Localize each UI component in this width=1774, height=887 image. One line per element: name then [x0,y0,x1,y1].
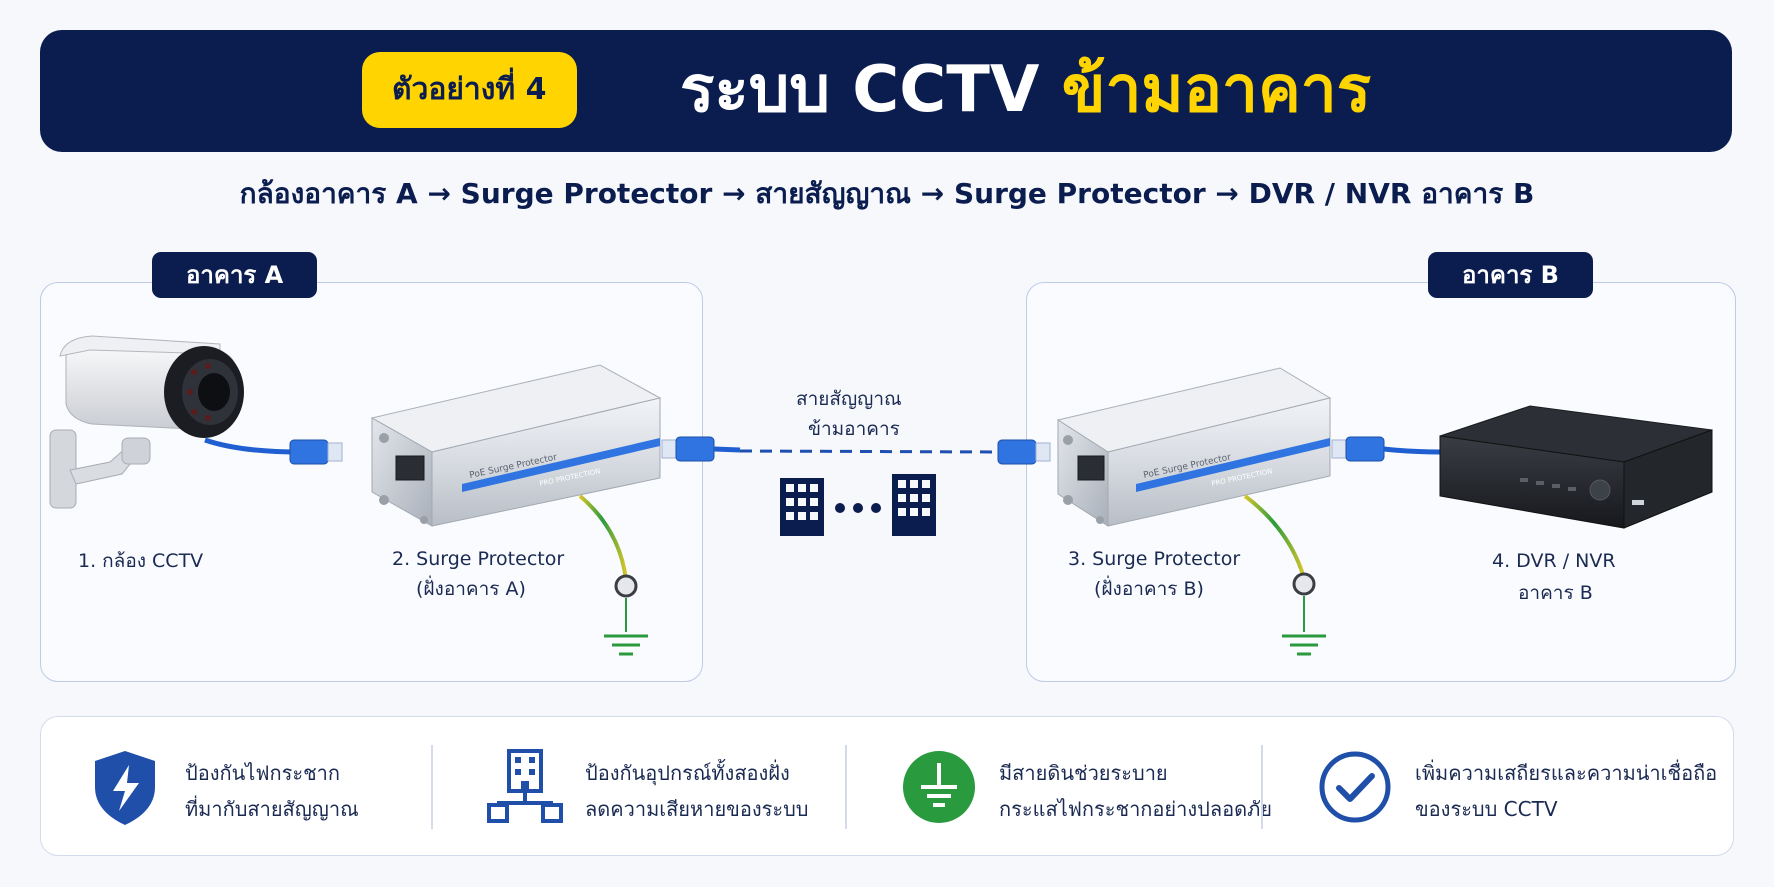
cable-a-stub [713,446,741,453]
feature-line-1: มีสายดินช่วยระบาย [999,761,1168,785]
feature-item: ป้องกันไฟกระชาก ที่มากับสายสัญญาณ [41,717,431,857]
dots-icon [835,503,881,513]
divider [431,745,433,829]
rj45-plug-icon [997,439,1051,465]
protector-b-label-line1: 3. Surge Protector [1068,548,1241,570]
signal-cable [739,449,999,454]
feature-line-1: เพิ่มความเสถียรและความน่าเชื่อถือ [1415,761,1718,785]
dvr-nvr-icon [1439,405,1713,529]
rj45-plug-icon [1331,436,1385,462]
feature-item: มีสายดินช่วยระบาย กระแสไฟกระชากอย่างปลอด… [855,717,1272,857]
feature-line-2: กระแสไฟกระชากอย่างปลอดภัย [999,797,1272,821]
ground-wire-b [1243,494,1306,579]
title-highlight: ข้ามอาคาร [1061,53,1372,127]
features-bar: ป้องกันไฟกระชาก ที่มากับสายสัญญาณ ป้องกั… [40,716,1734,856]
feature-line-2: ลดความเสียหายของระบบ [585,797,809,821]
check-circle-icon [1319,751,1391,823]
building-icon [780,478,824,536]
title-main: ระบบ CCTV [680,53,1062,127]
rj45-plug-icon [661,436,715,462]
feature-item: ป้องกันอุปกรณ์ทั้งสองฝั่ง ลดความเสียหายข… [441,717,841,857]
protector-b-label-line2: (ฝั่งอาคาร B) [1094,578,1204,600]
divider [845,745,847,829]
ground-terminal-b-icon [1282,572,1326,656]
recorder-label-line1: 4. DVR / NVR [1492,550,1616,572]
ground-icon [903,751,975,823]
cable-label-line1: สายสัญญาณ [796,388,902,410]
header-banner: ตัวอย่างที่ 4 ระบบ CCTV ข้ามอาคาร [40,30,1732,152]
surge-protector-a-icon: PoE Surge Protector PRO PROTECTION [370,364,662,527]
protector-a-label-line1: 2. Surge Protector [392,548,565,570]
building-icon [892,474,936,536]
divider [1261,745,1263,829]
rj45-plug-icon [289,439,343,465]
building-a-tag: อาคาร A [152,252,318,298]
example-badge: ตัวอย่างที่ 4 [362,52,577,128]
building-b-tag: อาคาร B [1428,252,1593,298]
camera-label: 1. กล้อง CCTV [78,550,204,572]
dvr-cable [1383,446,1441,455]
feature-line-1: ป้องกันไฟกระชาก [185,761,340,785]
ground-terminal-a-icon [604,574,648,656]
flow-description: กล้องอาคาร A → Surge Protector → สายสัญญ… [239,177,1535,210]
ground-wire-a [578,494,628,581]
surge-protector-b-icon: PoE Surge Protector PRO PROTECTION [1056,367,1332,527]
cctv-camera-icon [49,335,244,509]
page-title: ระบบ CCTV ข้ามอาคาร [680,52,1371,128]
lightning-shield-icon [95,751,155,825]
building-network-icon [487,749,563,823]
protector-a-label-line2: (ฝั่งอาคาร A) [416,578,526,600]
cable-label-line2: ข้ามอาคาร [808,418,900,440]
feature-line-2: ที่มากับสายสัญญาณ [185,797,359,821]
feature-line-1: ป้องกันอุปกรณ์ทั้งสองฝั่ง [585,761,790,785]
feature-item: เพิ่มความเสถียรและความน่าเชื่อถือ ของระบ… [1271,717,1731,857]
feature-line-2: ของระบบ CCTV [1415,797,1558,821]
recorder-label-line2: อาคาร B [1518,582,1593,604]
